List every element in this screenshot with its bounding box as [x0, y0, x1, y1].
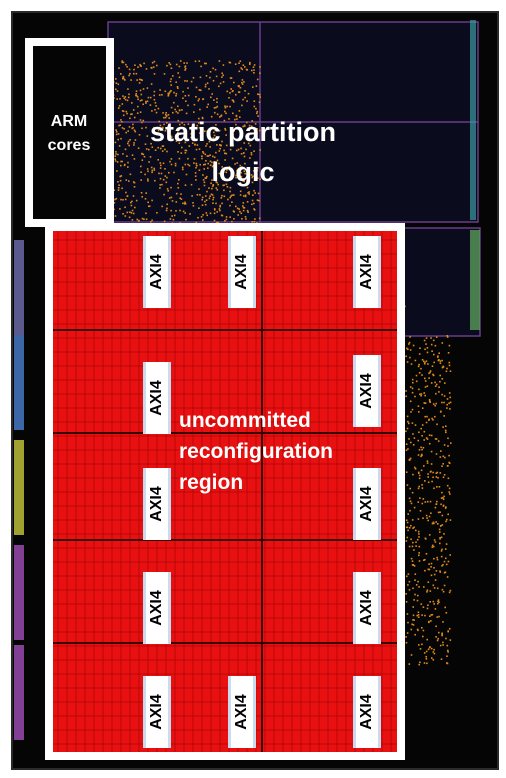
- axi4-interface: AXI4: [143, 236, 171, 308]
- axi4-interface: AXI4: [353, 468, 381, 540]
- static-logic-cells: [110, 60, 452, 666]
- static-partition-label: static partition logic: [149, 117, 337, 187]
- axi4-interface: AXI4: [143, 572, 171, 644]
- axi4-interface: AXI4: [228, 236, 256, 308]
- axi4-label: AXI4: [358, 694, 375, 730]
- axi4-label: AXI4: [148, 694, 165, 730]
- axi4-interface: AXI4: [143, 676, 171, 748]
- axi4-interface: AXI4: [228, 676, 256, 748]
- axi4-label: AXI4: [358, 590, 375, 626]
- axi4-interface: AXI4: [353, 355, 381, 427]
- axi4-label: AXI4: [148, 590, 165, 626]
- axi4-label: AXI4: [148, 254, 165, 290]
- axi4-interface: AXI4: [353, 676, 381, 748]
- axi4-label: AXI4: [358, 254, 375, 290]
- axi4-label: AXI4: [233, 694, 250, 730]
- axi4-label: AXI4: [358, 486, 375, 522]
- axi4-label: AXI4: [358, 373, 375, 409]
- reconfiguration-region-label: uncommitted reconfiguration region: [179, 409, 334, 494]
- device-io-column: [470, 230, 480, 330]
- reconfiguration-region-outline: [45, 223, 405, 760]
- device-io-column: [470, 20, 476, 220]
- reconfiguration-region-fill: [53, 231, 397, 752]
- device-io-column: [14, 440, 24, 535]
- arm-cores-label: ARM cores: [47, 113, 91, 154]
- axi4-interface: AXI4: [143, 468, 171, 540]
- axi4-interface: AXI4: [143, 362, 171, 434]
- axi4-label: AXI4: [148, 380, 165, 416]
- device-io-column: [14, 335, 24, 430]
- device-io-column: [14, 240, 24, 335]
- device-io-column: [14, 545, 24, 640]
- axi4-label: AXI4: [148, 486, 165, 522]
- axi4-label: AXI4: [233, 254, 250, 290]
- device-io-column: [14, 645, 24, 740]
- arm-cores-box: [25, 38, 114, 227]
- axi4-interface: AXI4: [353, 236, 381, 308]
- axi4-interface: AXI4: [353, 572, 381, 644]
